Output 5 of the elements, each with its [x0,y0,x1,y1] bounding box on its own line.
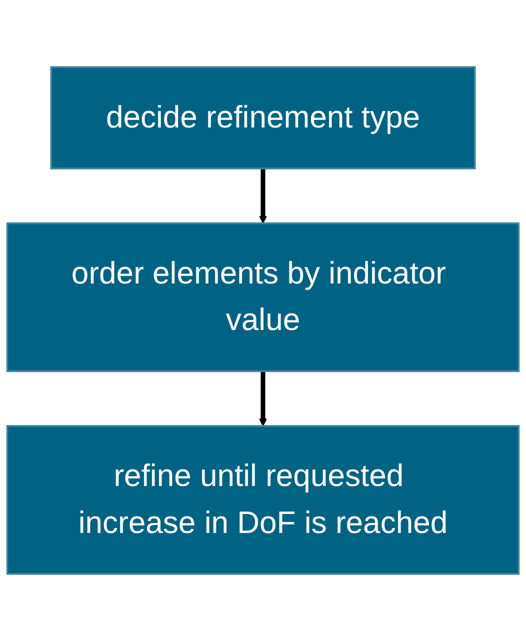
node-box: order elements by indicator value [6,222,520,372]
node-box: refine until requested increase in DoF is reached [6,425,520,575]
arrow [258,371,268,426]
node-box: decide refinement type [50,66,476,170]
arrow [258,168,268,224]
